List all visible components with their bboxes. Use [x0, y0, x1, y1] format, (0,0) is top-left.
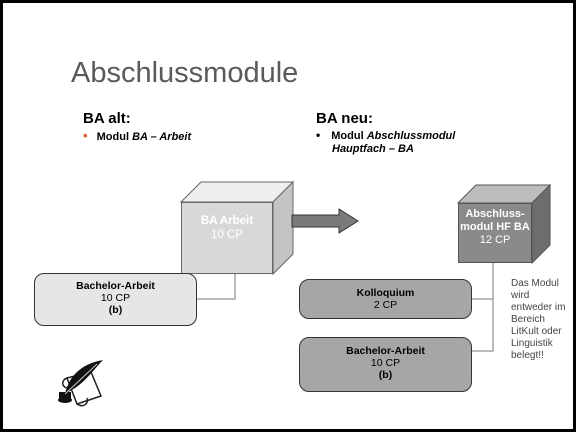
note-line: LitKult oder [511, 326, 562, 337]
note-line: belegt!! [511, 350, 544, 361]
bullet-prefix: Modul [331, 130, 367, 142]
right-cube-title-line1: Abschluss- [465, 208, 525, 220]
right-box-cp: 10 CP [370, 357, 401, 369]
bullet-symbol: • [316, 128, 321, 142]
note-line: Linguistik [511, 338, 553, 349]
right-cube-title-line2: modul HF BA [460, 221, 530, 233]
bullet-italic: BA – Arbeit [132, 131, 192, 143]
right-box-title: Bachelor-Arbeit [346, 345, 425, 357]
left-box-note: (b) [108, 304, 123, 316]
ba-alt-bullet: • Modul BA – Arbeit [83, 129, 191, 144]
right-cube-side [531, 183, 551, 265]
left-box-title: Bachelor-Arbeit [76, 280, 155, 292]
ba-neu-heading: BA neu: [316, 110, 373, 127]
left-connector [197, 274, 236, 300]
note-line: wird [511, 290, 530, 301]
right-connector-main [472, 263, 494, 352]
kolloquium-cp: 2 CP [373, 299, 398, 311]
arrow-right [291, 208, 359, 234]
bullet-symbol: • [83, 128, 88, 143]
module-note: Das Modul wird entweder im Bereich LitKu… [511, 278, 573, 362]
note-line: entweder im [511, 302, 566, 313]
left-bachelor-box: Bachelor-Arbeit 10 CP (b) [34, 273, 197, 326]
slide-title: Abschlussmodule [71, 57, 299, 89]
right-cube-front: Abschluss- modul HF BA 12 CP [458, 203, 532, 263]
quill-scroll-icon [58, 360, 103, 407]
ba-neu-bullet: • Modul Abschlussmodul Hauptfach – BA [316, 129, 455, 156]
bullet-italic-line1: Abschlussmodul [366, 130, 456, 142]
diagram-connectors [179, 180, 552, 352]
bullet-prefix: Modul [96, 131, 133, 143]
left-cube-title: BA Arbeit [200, 215, 254, 227]
kolloquium-title: Kolloquium [356, 287, 415, 299]
left-cube-cp: 10 CP [211, 229, 243, 241]
ba-alt-heading: BA alt: [83, 110, 131, 127]
note-line: Das Modul [511, 278, 559, 289]
bullet-italic-line2: Hauptfach – BA [332, 143, 414, 155]
right-bachelor-box: Bachelor-Arbeit 10 CP (b) [299, 337, 472, 392]
right-cube-cp: 12 CP [479, 234, 511, 246]
right-box-note: (b) [378, 369, 393, 381]
kolloquium-box: Kolloquium 2 CP [299, 279, 472, 319]
left-cube-side [272, 180, 294, 276]
left-box-cp: 10 CP [100, 292, 131, 304]
left-cube-front: BA Arbeit 10 CP [181, 202, 273, 274]
note-line: Bereich [511, 314, 545, 325]
